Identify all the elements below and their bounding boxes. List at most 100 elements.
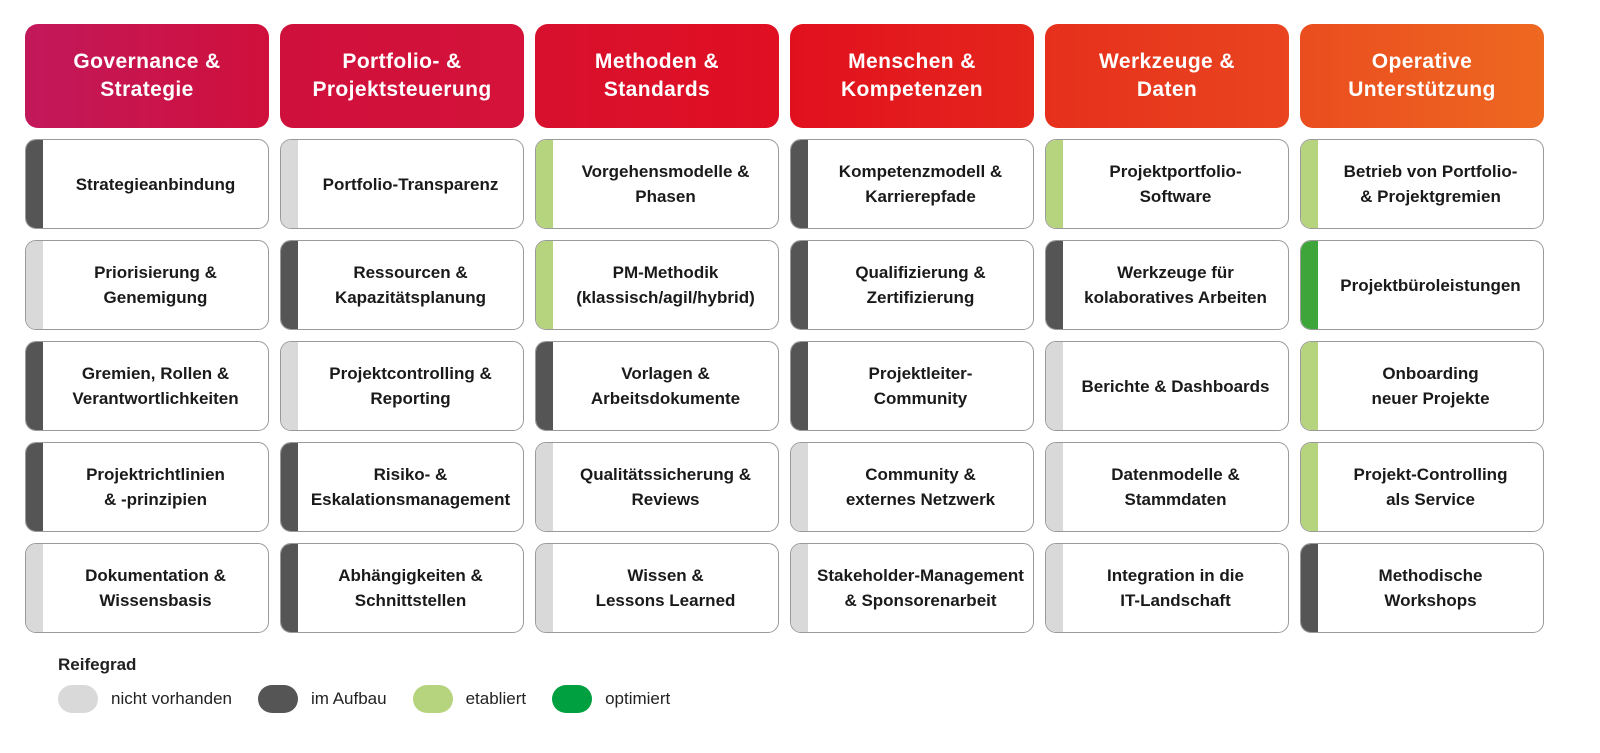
maturity-bar (281, 443, 298, 531)
capability-label: Qualitätssicherung & Reviews (580, 465, 751, 509)
maturity-bar (791, 443, 808, 531)
capability-label: Projektleiter- Community (868, 364, 973, 408)
capability-label: Vorlagen & Arbeitsdokumente (590, 364, 741, 408)
column-header: Governance & Strategie (25, 24, 269, 128)
capability-label: Betrieb von Portfolio- & Projektgremien (1343, 162, 1518, 206)
capability-label: Stakeholder-Management & Sponsorenarbeit (817, 566, 1024, 610)
capability-card: Stakeholder-Management & Sponsorenarbeit (790, 543, 1034, 633)
maturity-bar (1046, 342, 1063, 430)
capability-label: Community & externes Netzwerk (845, 465, 996, 509)
capability-label: Projektrichtlinien & -prinzipien (86, 465, 225, 509)
maturity-bar (791, 140, 808, 228)
capability-card: Werkzeuge für kolaboratives Arbeiten (1045, 240, 1289, 330)
capability-card: Abhängigkeiten & Schnittstellen (280, 543, 524, 633)
maturity-bar (1301, 544, 1318, 632)
capability-label: Abhängigkeiten & Schnittstellen (338, 566, 483, 610)
maturity-bar (26, 544, 43, 632)
capability-card: Integration in die IT-Landschaft (1045, 543, 1289, 633)
capability-label: Onboarding neuer Projekte (1371, 364, 1490, 408)
capability-card: Kompetenzmodell & Karrierepfade (790, 139, 1034, 229)
column-header: Portfolio- & Projektsteuerung (280, 24, 524, 128)
capability-card: Priorisierung & Genemigung (25, 240, 269, 330)
maturity-bar (536, 140, 553, 228)
capability-card: Gremien, Rollen & Verantwortlichkeiten (25, 341, 269, 431)
capability-grid: Governance & Strategie Strategieanbindun… (25, 24, 1544, 633)
legend-item-optimized: optimiert (552, 685, 670, 713)
legend-items: nicht vorhanden im Aufbau etabliert opti… (58, 685, 696, 713)
maturity-bar (791, 241, 808, 329)
legend-swatch (552, 685, 593, 713)
column-operations: Operative Unterstützung Betrieb von Port… (1300, 24, 1544, 633)
maturity-bar (1301, 342, 1318, 430)
column-header: Methoden & Standards (535, 24, 779, 128)
maturity-bar (536, 241, 553, 329)
maturity-bar (26, 342, 43, 430)
column-header: Werkzeuge & Daten (1045, 24, 1289, 128)
capability-card: Berichte & Dashboards (1045, 341, 1289, 431)
legend-label: nicht vorhanden (111, 689, 232, 708)
capability-label: Ressourcen & Kapazitätsplanung (334, 263, 487, 307)
capability-card: Onboarding neuer Projekte (1300, 341, 1544, 431)
maturity-bar (281, 342, 298, 430)
capability-card: Vorgehensmodelle & Phasen (535, 139, 779, 229)
capability-label: Priorisierung & Genemigung (94, 263, 217, 307)
maturity-bar (281, 140, 298, 228)
capability-label: Integration in die IT-Landschaft (1107, 566, 1244, 610)
legend-item-developing: im Aufbau (257, 685, 387, 713)
capability-label: Methodische Workshops (1378, 566, 1483, 610)
maturity-bar (281, 241, 298, 329)
maturity-bar (536, 544, 553, 632)
capability-label: Vorgehensmodelle & Phasen (581, 162, 750, 206)
legend-item-established: etabliert (412, 685, 527, 713)
capability-card: Qualifizierung & Zertifizierung (790, 240, 1034, 330)
column-header: Operative Unterstützung (1300, 24, 1544, 128)
capability-card: Methodische Workshops (1300, 543, 1544, 633)
maturity-bar (26, 443, 43, 531)
maturity-bar (1046, 443, 1063, 531)
maturity-bar (791, 342, 808, 430)
capability-card: Betrieb von Portfolio- & Projektgremien (1300, 139, 1544, 229)
maturity-bar (1046, 140, 1063, 228)
column-people: Menschen & Kompetenzen Kompetenzmodell &… (790, 24, 1034, 633)
capability-card: PM-Methodik (klassisch/agil/hybrid) (535, 240, 779, 330)
legend-swatch (412, 685, 453, 713)
capability-card: Projektrichtlinien & -prinzipien (25, 442, 269, 532)
capability-label: Risiko- & Eskalationsmanagement (310, 465, 511, 509)
maturity-bar (1301, 241, 1318, 329)
capability-label: Qualifizierung & Zertifizierung (855, 263, 986, 307)
capability-label: Datenmodelle & Stammdaten (1111, 465, 1240, 509)
maturity-bar (791, 544, 808, 632)
capability-card: Ressourcen & Kapazitätsplanung (280, 240, 524, 330)
maturity-bar (536, 443, 553, 531)
capability-card: Wissen & Lessons Learned (535, 543, 779, 633)
capability-label: Kompetenzmodell & Karrierepfade (838, 162, 1003, 206)
maturity-bar (1046, 241, 1063, 329)
column-tools: Werkzeuge & Daten Projektportfolio- Soft… (1045, 24, 1289, 633)
column-header: Menschen & Kompetenzen (790, 24, 1034, 128)
capability-card: Qualitätssicherung & Reviews (535, 442, 779, 532)
legend-label: optimiert (605, 689, 671, 708)
capability-label: Portfolio-Transparenz (322, 174, 499, 194)
maturity-bar (1046, 544, 1063, 632)
capability-card: Datenmodelle & Stammdaten (1045, 442, 1289, 532)
legend-label: etabliert (465, 689, 527, 708)
maturity-bar (281, 544, 298, 632)
capability-card: Projekt-Controlling als Service (1300, 442, 1544, 532)
capability-card: Strategieanbindung (25, 139, 269, 229)
legend-title: Reifegrad (58, 655, 137, 674)
column-portfolio: Portfolio- & Projektsteuerung Portfolio-… (280, 24, 524, 633)
legend-swatch (257, 685, 298, 713)
capability-label: Projektcontrolling & Reporting (329, 364, 492, 408)
maturity-bar (1301, 140, 1318, 228)
capability-card: Projektportfolio- Software (1045, 139, 1289, 229)
capability-label: Projektbüroleistungen (1340, 275, 1521, 295)
capability-label: Wissen & Lessons Learned (595, 566, 736, 610)
capability-card: Projektcontrolling & Reporting (280, 341, 524, 431)
legend-swatch (58, 685, 98, 713)
capability-card: Portfolio-Transparenz (280, 139, 524, 229)
capability-card: Vorlagen & Arbeitsdokumente (535, 341, 779, 431)
maturity-bar (26, 241, 43, 329)
capability-label: Werkzeuge für kolaboratives Arbeiten (1084, 263, 1267, 307)
capability-card: Projektbüroleistungen (1300, 240, 1544, 330)
capability-label: Strategieanbindung (75, 174, 236, 194)
